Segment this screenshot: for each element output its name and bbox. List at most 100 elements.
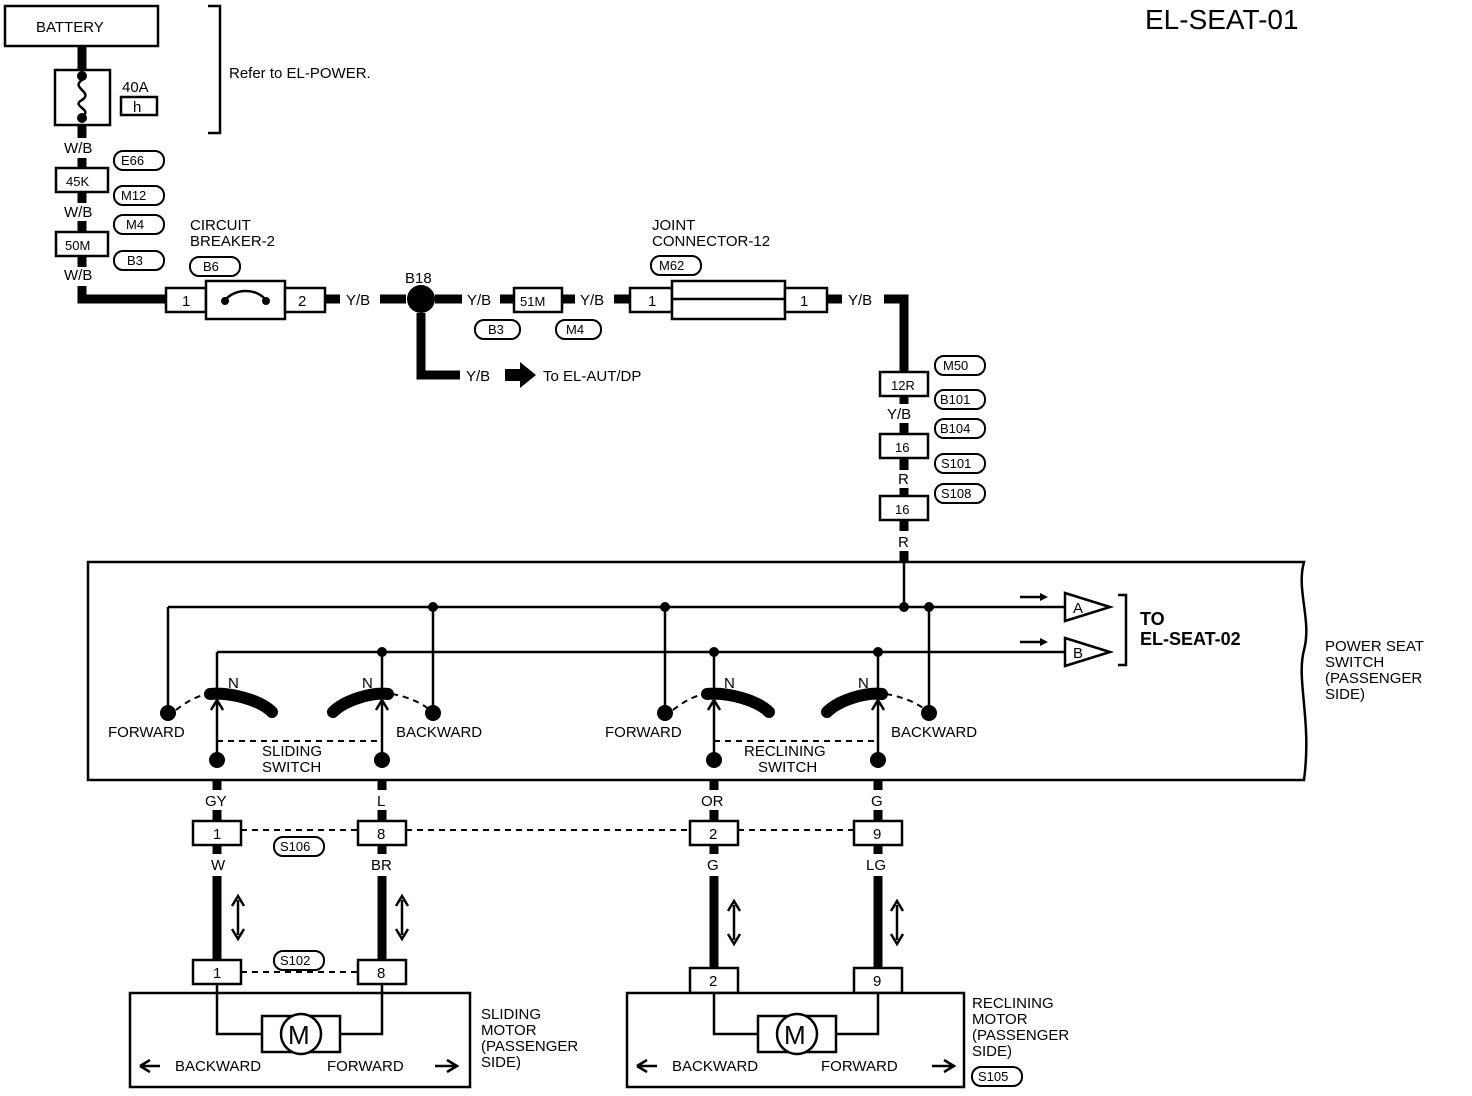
reclining-switch-line2: SWITCH bbox=[758, 759, 817, 776]
pill-b104 bbox=[934, 418, 986, 439]
reclining-motor-line2: MOTOR bbox=[972, 1011, 1028, 1028]
connector-45k-label: 45K bbox=[66, 174, 89, 189]
cb-contact-right bbox=[262, 297, 270, 305]
wire-color-r-1: R bbox=[898, 471, 909, 488]
slide-n-right: N bbox=[362, 675, 373, 692]
recline-conn-pin9-label: 9 bbox=[873, 973, 881, 990]
wire-color-wb-1: W/B bbox=[64, 140, 92, 157]
recline-conn-pin2-label: 2 bbox=[709, 973, 717, 990]
node-b-4 bbox=[873, 647, 883, 657]
pill-s108 bbox=[934, 483, 986, 504]
updown-arrow-icon bbox=[889, 898, 905, 947]
connector-16-a-label: 16 bbox=[895, 440, 909, 455]
cb-contact-left bbox=[221, 297, 229, 305]
page-title: EL-SEAT-01 bbox=[1145, 4, 1299, 35]
pill-b3 bbox=[113, 250, 165, 271]
sliding-motor-m: M bbox=[288, 1020, 310, 1050]
output-a-label: A bbox=[1073, 600, 1083, 617]
conn-pin9-upper bbox=[852, 819, 904, 847]
reclining-motor-wire-left bbox=[712, 993, 758, 1036]
slide-lever-right bbox=[327, 687, 394, 718]
wire-color-gy: GY bbox=[205, 793, 227, 810]
wire-color-lg: LG bbox=[866, 857, 886, 874]
pill-m4 bbox=[113, 214, 165, 235]
arrow-right-icon bbox=[505, 362, 536, 388]
arrow-left-icon bbox=[636, 1058, 657, 1074]
sliding-motor-wire-right bbox=[340, 984, 384, 1036]
output-a-triangle bbox=[1063, 591, 1115, 623]
sliding-switch-line1: SLIDING bbox=[262, 743, 322, 760]
slide-lever-left bbox=[204, 687, 278, 718]
code-m4: M4 bbox=[126, 217, 144, 232]
fuse-id-box bbox=[119, 95, 159, 117]
recline-backward-label: BACKWARD bbox=[891, 724, 977, 741]
node-a-2 bbox=[428, 602, 438, 612]
joint-connector-line2: CONNECTOR-12 bbox=[652, 233, 770, 250]
joint-connector-line1: JOINT bbox=[652, 217, 695, 234]
sliding-motor-wire-left bbox=[215, 984, 262, 1036]
refer-note: Refer to EL-POWER. bbox=[229, 65, 371, 82]
connector-12r-label: 12R bbox=[891, 378, 915, 393]
fuse-icon bbox=[77, 78, 87, 118]
cb-pin2: 2 bbox=[298, 293, 306, 310]
wire-color-yb-4: Y/B bbox=[466, 368, 490, 385]
conn-pin8-upper-label: 8 bbox=[377, 826, 385, 843]
circuit-breaker-icon bbox=[224, 289, 267, 301]
jc-pin1-right: 1 bbox=[800, 293, 808, 310]
wire-color-wb-3: W/B bbox=[64, 267, 92, 284]
wire-color-yb-6: Y/B bbox=[887, 406, 911, 423]
pill-b6 bbox=[189, 256, 241, 277]
reclining-motor-line4: SIDE) bbox=[972, 1043, 1012, 1060]
reclining-motor-backward: BACKWARD bbox=[672, 1058, 758, 1075]
slide-n-left: N bbox=[228, 675, 239, 692]
node-r-feed bbox=[899, 602, 909, 612]
pill-m50 bbox=[934, 355, 986, 376]
code-b104: B104 bbox=[940, 421, 970, 436]
wire-color-br: BR bbox=[371, 857, 392, 874]
recline-terminal-left bbox=[706, 752, 722, 768]
code-b3-b: B3 bbox=[488, 322, 504, 337]
recline-pivot-right-arrow bbox=[870, 697, 886, 718]
wire-color-yb-2: Y/B bbox=[467, 292, 491, 309]
output-b-label: B bbox=[1073, 645, 1083, 662]
connector-50m-label: 50M bbox=[65, 238, 90, 253]
conn-pin8-lower-label: 8 bbox=[377, 965, 385, 982]
pill-s101 bbox=[934, 453, 986, 474]
recline-backward-contact bbox=[921, 705, 937, 721]
code-b3: B3 bbox=[127, 253, 143, 268]
code-m12: M12 bbox=[121, 188, 146, 203]
conn-pin1-upper bbox=[191, 819, 243, 847]
power-seat-line2: SWITCH bbox=[1325, 654, 1384, 671]
to-seat02-line2: EL-SEAT-02 bbox=[1140, 629, 1241, 649]
recline-pivot-left-arrow bbox=[706, 697, 722, 718]
pill-s102 bbox=[273, 950, 325, 971]
recline-lever-right bbox=[821, 687, 888, 718]
output-b-triangle bbox=[1063, 636, 1115, 668]
power-seat-line4: SIDE) bbox=[1325, 686, 1365, 703]
fuse-top-node bbox=[77, 71, 87, 81]
reclining-switch-line1: RECLINING bbox=[744, 743, 826, 760]
to-seat02-bracket bbox=[1118, 593, 1128, 667]
circuit-breaker-body bbox=[204, 279, 287, 321]
connector-51m-label: 51M bbox=[520, 294, 545, 309]
code-b6: B6 bbox=[203, 259, 219, 274]
fuse-bottom-node bbox=[77, 113, 87, 123]
sliding-motor-line4: SIDE) bbox=[481, 1054, 521, 1071]
sliding-motor-line3: (PASSENGER bbox=[481, 1038, 578, 1055]
pill-m12 bbox=[113, 185, 165, 206]
code-s108: S108 bbox=[941, 486, 971, 501]
sliding-switch-line2: SWITCH bbox=[262, 759, 321, 776]
pill-s105 bbox=[971, 1066, 1023, 1087]
arrow-right-small-icon bbox=[435, 1058, 460, 1074]
sliding-motor-line1: SLIDING bbox=[481, 1006, 541, 1023]
recline-n-right: N bbox=[858, 675, 869, 692]
slide-terminal-left bbox=[209, 752, 225, 768]
power-seat-switch-box bbox=[86, 560, 1308, 782]
code-e66: E66 bbox=[121, 153, 144, 168]
updown-arrow-icon bbox=[726, 898, 742, 947]
wire-color-yb-3: Y/B bbox=[580, 292, 604, 309]
power-seat-line3: (PASSENGER bbox=[1325, 670, 1422, 687]
pill-m4-b bbox=[555, 319, 602, 340]
reclining-motor-wire-right bbox=[836, 993, 880, 1036]
